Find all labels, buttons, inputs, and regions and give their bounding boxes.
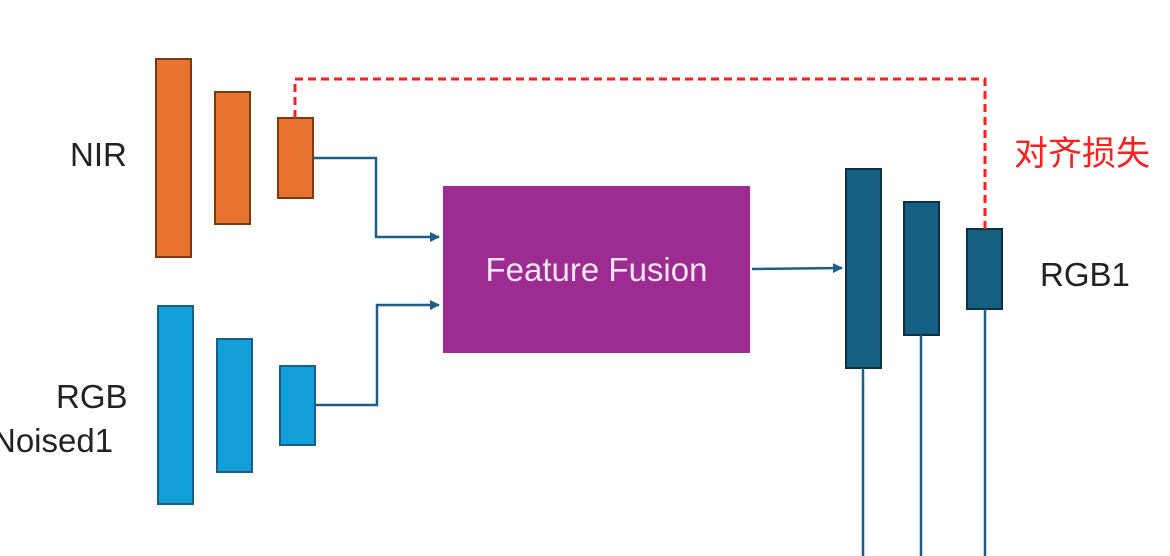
nir-block-large bbox=[155, 58, 192, 258]
nir-to-fusion-arrow bbox=[313, 156, 440, 242]
rgb1-label: RGB1 bbox=[1040, 256, 1130, 293]
rgb-label-line1: RGB bbox=[56, 378, 128, 415]
rgb-block-small bbox=[279, 365, 316, 446]
output-block-large bbox=[845, 168, 882, 369]
output-block-small bbox=[966, 228, 1003, 310]
feature-fusion-label: Feature Fusion bbox=[485, 250, 708, 288]
feature-fusion-box: Feature Fusion bbox=[443, 186, 750, 353]
nir-block-medium bbox=[214, 91, 251, 225]
nir-block-small bbox=[277, 117, 314, 199]
alignment-loss-connector bbox=[293, 77, 987, 229]
nir-label: NIR bbox=[70, 136, 127, 173]
fusion-to-output-arrow bbox=[751, 263, 843, 274]
rgb-block-large bbox=[157, 305, 194, 505]
output-block-medium bbox=[903, 201, 940, 336]
rgb-to-fusion-arrow bbox=[315, 300, 440, 407]
rgb-block-medium bbox=[216, 338, 253, 473]
alignment-loss-label: 对齐损失 bbox=[1014, 134, 1150, 174]
rgb-label-line2: Noised1 bbox=[0, 422, 114, 459]
